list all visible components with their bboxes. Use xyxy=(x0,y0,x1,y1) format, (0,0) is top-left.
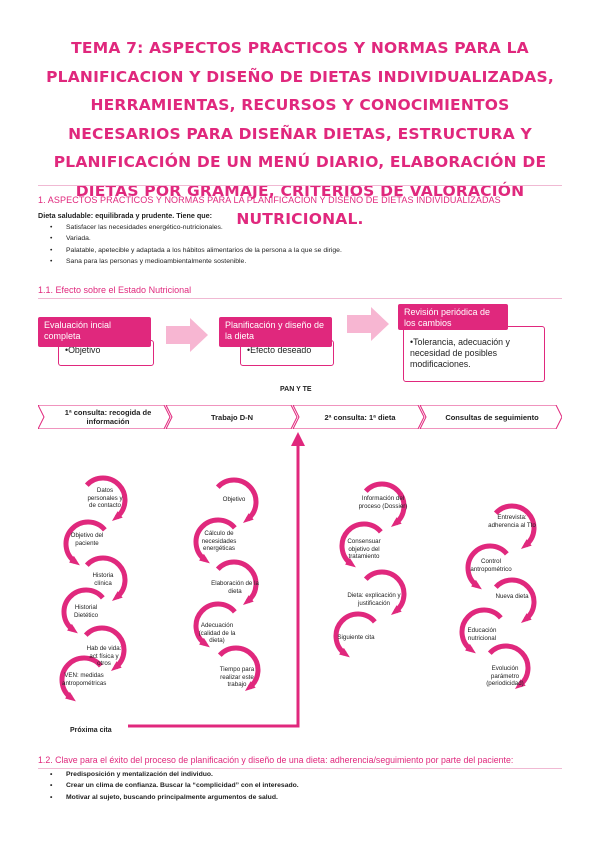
cycle-arc xyxy=(493,577,537,622)
step-col4: Educación nutricional xyxy=(467,627,497,642)
step-col3: Dieta: explicación y justificación xyxy=(347,592,401,607)
step-col3: Información del proceso (Dossier) xyxy=(358,495,408,510)
cycle-arrowhead xyxy=(242,595,254,605)
title-divider xyxy=(38,185,562,186)
list-item: Palatable, apetecible y adaptada a los h… xyxy=(38,245,342,257)
cycle-arrowhead xyxy=(199,637,210,648)
cycle-arc xyxy=(363,481,407,526)
timeline-step-2: Trabajo D-N xyxy=(210,412,254,422)
process-card-3: •Tolerancia, adecuación y necesidad de p… xyxy=(403,326,545,382)
step-col2: Objetivo xyxy=(222,496,246,503)
cycle-arrowhead xyxy=(471,579,482,590)
panyte-label: PAN Y TE xyxy=(280,386,312,393)
section-1-2-heading: 1.2. Clave para el éxito del proceso de … xyxy=(38,755,514,765)
step-col1: Hab de vida: act física y otros xyxy=(86,645,122,668)
section-1-intro: Dieta saludable: equilibrada y prudente.… xyxy=(38,211,213,220)
list-item: Variada. xyxy=(38,233,342,245)
list-item: Motivar al sujeto, buscando principalmen… xyxy=(38,792,299,804)
step-col1: Historial Dietético xyxy=(73,604,99,619)
process-box-1: Evaluación incial completa xyxy=(38,317,151,347)
list-item: Crear un clima de confianza. Buscar la “… xyxy=(38,780,299,792)
process-box-3: Revisión periódica de los cambios xyxy=(398,304,508,330)
cycle-arrowhead xyxy=(514,679,526,689)
cycle-arc xyxy=(217,645,261,690)
process-card-text: •Efecto deseado xyxy=(247,345,312,355)
step-col2: Elaboración de la dieta xyxy=(211,580,259,595)
step-col1: Datos personales y de contacto xyxy=(87,487,123,510)
step-col2: Cálculo de necesidades energéticas xyxy=(201,530,237,553)
cycle-arrowhead xyxy=(520,539,532,549)
proxima-cita-label: Próxima cita xyxy=(70,727,112,734)
timeline-chevrons xyxy=(38,405,562,429)
timeline-step-3: 2ª consulta: 1ª dieta xyxy=(324,412,396,422)
section-1-1-heading: 1.1. Efecto sobre el Estado Nutricional xyxy=(38,285,192,295)
cycle-arc xyxy=(61,587,105,632)
section-1-heading: 1. ASPECTOS PRÁCTICOS Y NORMAS PARA LA P… xyxy=(38,195,501,205)
cycle-arc xyxy=(215,477,259,522)
cycle-arc xyxy=(215,559,259,604)
cycle-arc xyxy=(193,517,237,562)
cycle-arrowhead xyxy=(244,681,256,691)
arrow-right-icon xyxy=(166,318,208,352)
cycle-arrowhead xyxy=(111,511,123,521)
cycle-arc xyxy=(459,607,503,652)
cycle-arrowhead xyxy=(390,517,402,527)
cycle-arrows xyxy=(59,475,537,702)
timeline-step-1: 1ª consulta: recogida de información xyxy=(64,408,152,426)
process-card-text: •Tolerancia, adecuación y necesidad de p… xyxy=(410,337,510,369)
list-item: Satisfacer las necesidades energético-nu… xyxy=(38,222,342,234)
step-col4: Entrevista: adherencia al Tto xyxy=(488,514,536,529)
step-col3: Siguiente cita xyxy=(337,634,375,641)
section-divider xyxy=(38,298,562,299)
section-1-bullet-list: Satisfacer las necesidades energético-nu… xyxy=(38,222,342,267)
step-col3: Consensuar objetivo del tratamiento xyxy=(347,538,381,561)
cycle-arc xyxy=(83,625,127,670)
cycle-arc xyxy=(84,475,128,520)
step-col1: Historia clínica xyxy=(92,572,114,587)
cycle-arrowhead xyxy=(110,661,122,671)
cycle-arrowhead xyxy=(199,553,210,564)
cycle-arrowhead xyxy=(390,605,402,615)
cycle-arrowhead xyxy=(69,555,80,566)
cycle-arc xyxy=(487,643,531,688)
section-1-2-bullet-list: Predisposición y mentalización del indiv… xyxy=(38,769,299,803)
cycle-arc xyxy=(493,503,537,548)
return-arrow xyxy=(128,432,305,728)
cycle-arc xyxy=(465,543,509,588)
timeline-step-4: Consultas de seguimiento xyxy=(445,412,539,422)
cycle-arrowhead xyxy=(345,557,356,568)
cycle-arc xyxy=(59,655,103,700)
step-col4: Nueva dieta xyxy=(495,593,529,600)
cycle-arc xyxy=(193,601,237,646)
step-col2: Adecuación (calidad de la dieta) xyxy=(198,622,236,645)
cycle-arrowhead xyxy=(65,691,76,702)
process-card-text: •Objetivo xyxy=(65,345,101,355)
cycle-arrowhead xyxy=(465,643,476,654)
process-box-2: Planificación y diseño de la dieta xyxy=(219,317,332,347)
cycle-arrowhead xyxy=(242,513,254,523)
cycle-arc xyxy=(333,611,377,656)
arrow-right-icon xyxy=(347,307,389,341)
cycle-arc xyxy=(84,555,128,600)
step-col4: Control antropométrico xyxy=(470,558,512,573)
step-col4: Evolución parámetro (periodicidad) xyxy=(486,665,524,688)
list-item: Predisposición y mentalización del indiv… xyxy=(38,769,299,781)
cycle-arrowhead xyxy=(339,647,350,658)
step-col1: VEN: medidas antropométricas xyxy=(62,672,107,687)
cycle-arc xyxy=(363,569,407,614)
section-divider xyxy=(38,768,562,769)
step-col1: Objetivo del paciente xyxy=(70,532,104,547)
cycle-arc xyxy=(339,521,383,566)
list-item: Sana para las personas y medioambientalm… xyxy=(38,256,342,268)
cycle-arrowhead xyxy=(67,623,78,634)
cycle-arrowhead xyxy=(111,591,123,601)
cycle-arrowhead xyxy=(520,613,532,623)
step-col2: Tiempo para realizar este trabajo xyxy=(219,666,255,689)
cycle-arc xyxy=(63,519,107,564)
